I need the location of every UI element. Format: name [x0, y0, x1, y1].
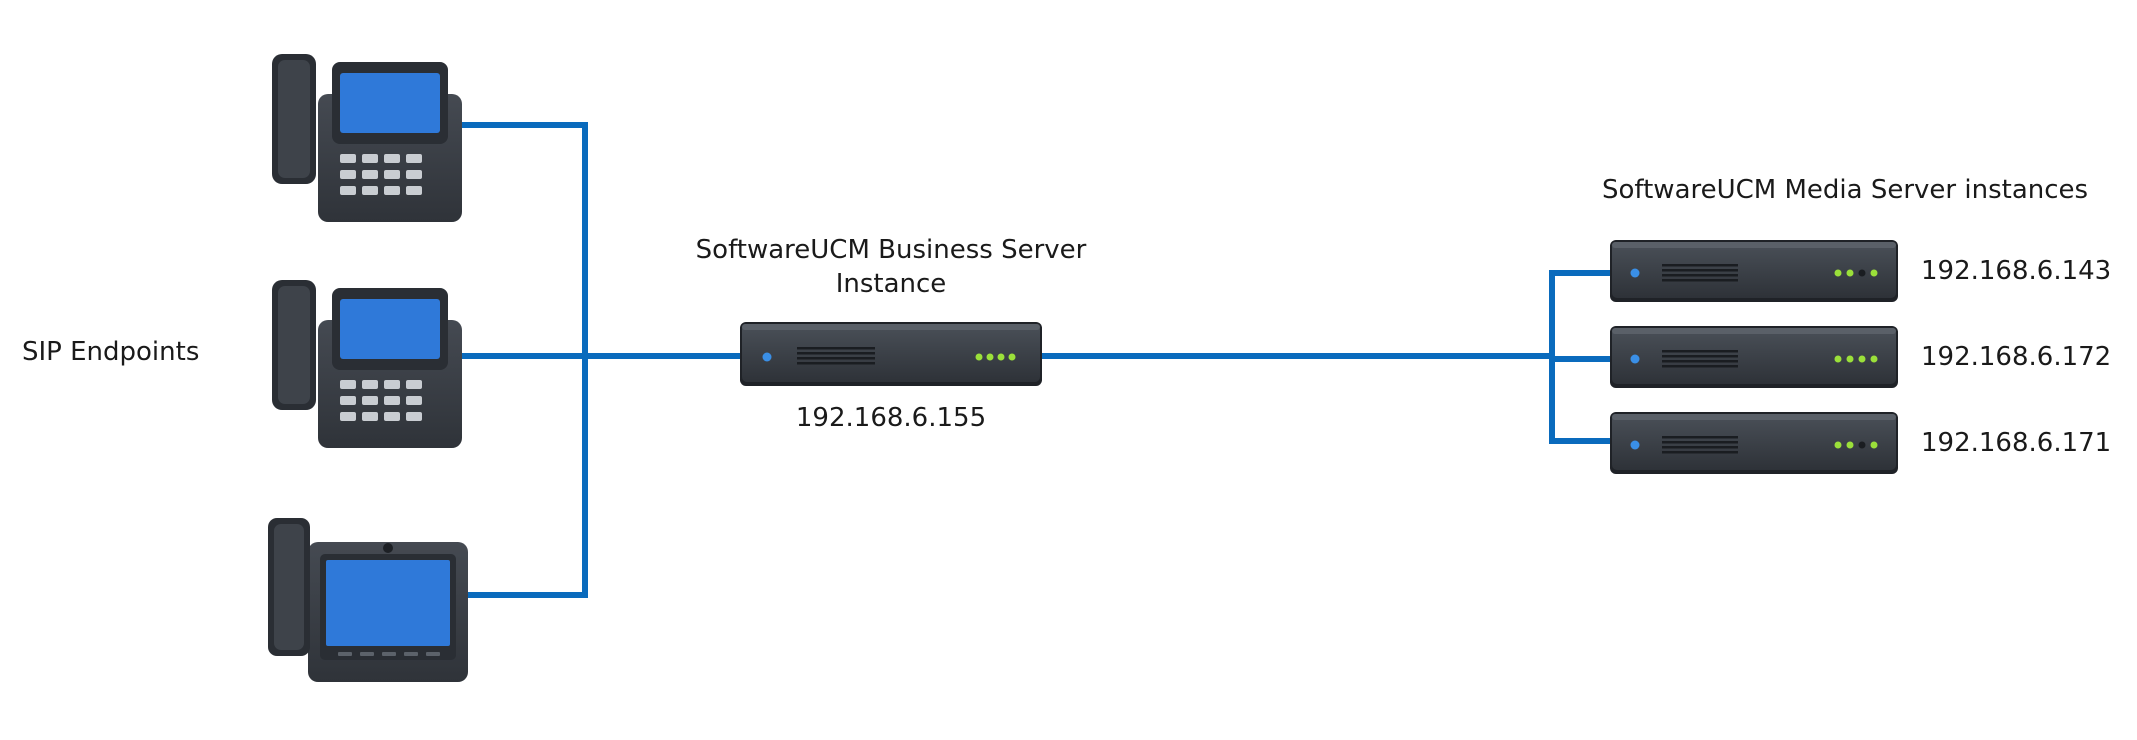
media-server-ip-3: 192.168.6.171: [1921, 428, 2112, 458]
server-icon: [1610, 240, 1898, 302]
server-icon: [740, 322, 1042, 386]
ip-phone-icon: [272, 280, 462, 448]
media-server-ip-1: 192.168.6.143: [1921, 256, 2112, 286]
business-server-ip: 192.168.6.155: [795, 403, 987, 433]
endpoints-label: SIP Endpoints: [22, 337, 200, 367]
link-phone3-to-bus: [427, 353, 588, 598]
server-icon: [1610, 412, 1898, 474]
video-phone-icon: [268, 518, 468, 682]
connection-lines: [417, 122, 1613, 598]
media-server-ip-2: 192.168.6.172: [1921, 342, 2112, 372]
media-servers-title: SoftwareUCM Media Server instances: [1602, 175, 2089, 205]
link-phone1-to-bus: [417, 122, 588, 359]
ip-phone-icon: [272, 54, 462, 222]
server-icon: [1610, 326, 1898, 388]
business-server-title: SoftwareUCM Business Server Instance: [695, 235, 1087, 299]
